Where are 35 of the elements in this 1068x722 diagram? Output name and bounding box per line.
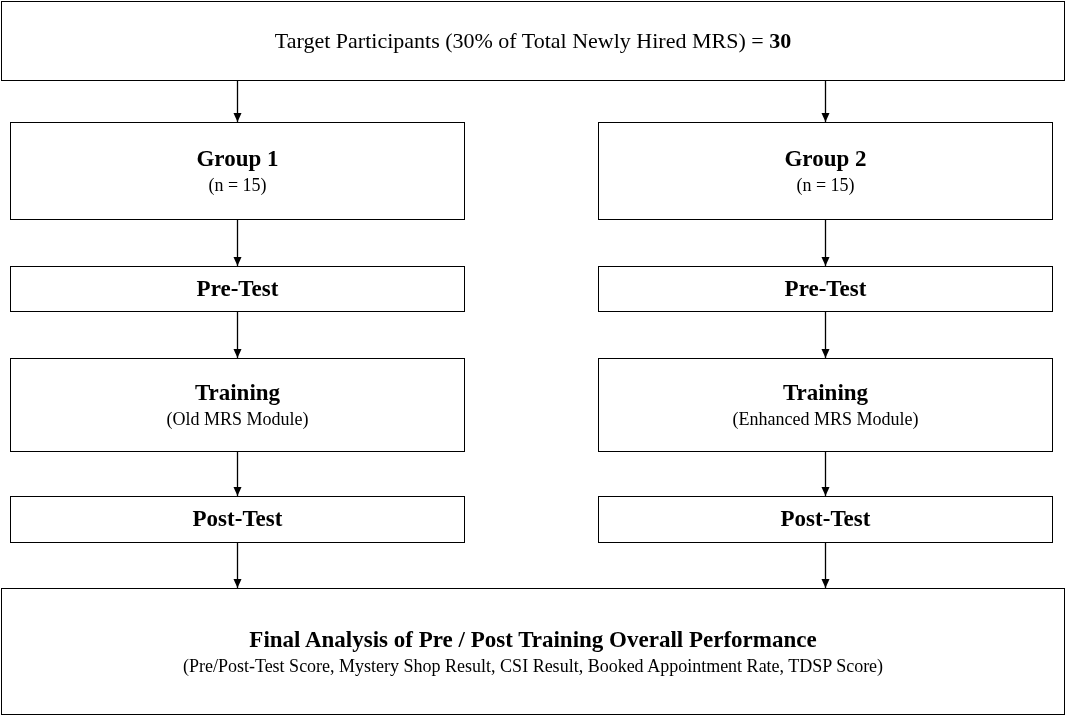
- process-box: [598, 122, 1053, 220]
- box-subtext: (Pre/Post-Test Score, Mystery Shop Result, CSI Result, Booked Appointment Rate, TDSP Score): [182, 654, 884, 678]
- box-heading: Training: [194, 379, 281, 408]
- arrow: [233, 451, 242, 497]
- box-heading: Training: [782, 379, 869, 408]
- box-heading: Post-Test: [780, 505, 871, 534]
- arrow: [821, 311, 830, 359]
- process-box: [10, 358, 465, 452]
- arrow: [821, 542, 830, 589]
- box-heading: Pre-Test: [784, 274, 867, 303]
- box-heading: Group 2: [784, 145, 867, 174]
- process-box: [598, 496, 1053, 543]
- box-subtext: (Enhanced MRS Module): [732, 408, 919, 431]
- box-heading: Final Analysis of Pre / Post Training Overall Performance: [249, 625, 817, 654]
- arrow: [821, 451, 830, 497]
- process-box: [598, 266, 1053, 312]
- arrow: [233, 219, 242, 267]
- arrow: [821, 80, 830, 123]
- box-heading: Post-Test: [192, 505, 283, 534]
- arrow: [821, 219, 830, 267]
- box-subtext: (n = 15): [208, 174, 267, 197]
- process-box: [10, 496, 465, 543]
- box-heading: Pre-Test: [196, 274, 279, 303]
- process-box: [598, 358, 1053, 452]
- process-box: [10, 266, 465, 312]
- process-box: [1, 1, 1065, 81]
- arrow: [233, 542, 242, 589]
- process-box: [10, 122, 465, 220]
- box-heading: Target Participants (30% of Total Newly Hired MRS) = 30: [274, 27, 792, 55]
- arrow: [233, 311, 242, 359]
- box-subtext: (n = 15): [796, 174, 855, 197]
- box-subtext: (Old MRS Module): [166, 408, 309, 431]
- arrow: [233, 80, 242, 123]
- box-heading: Group 1: [196, 145, 279, 174]
- process-box: [1, 588, 1065, 715]
